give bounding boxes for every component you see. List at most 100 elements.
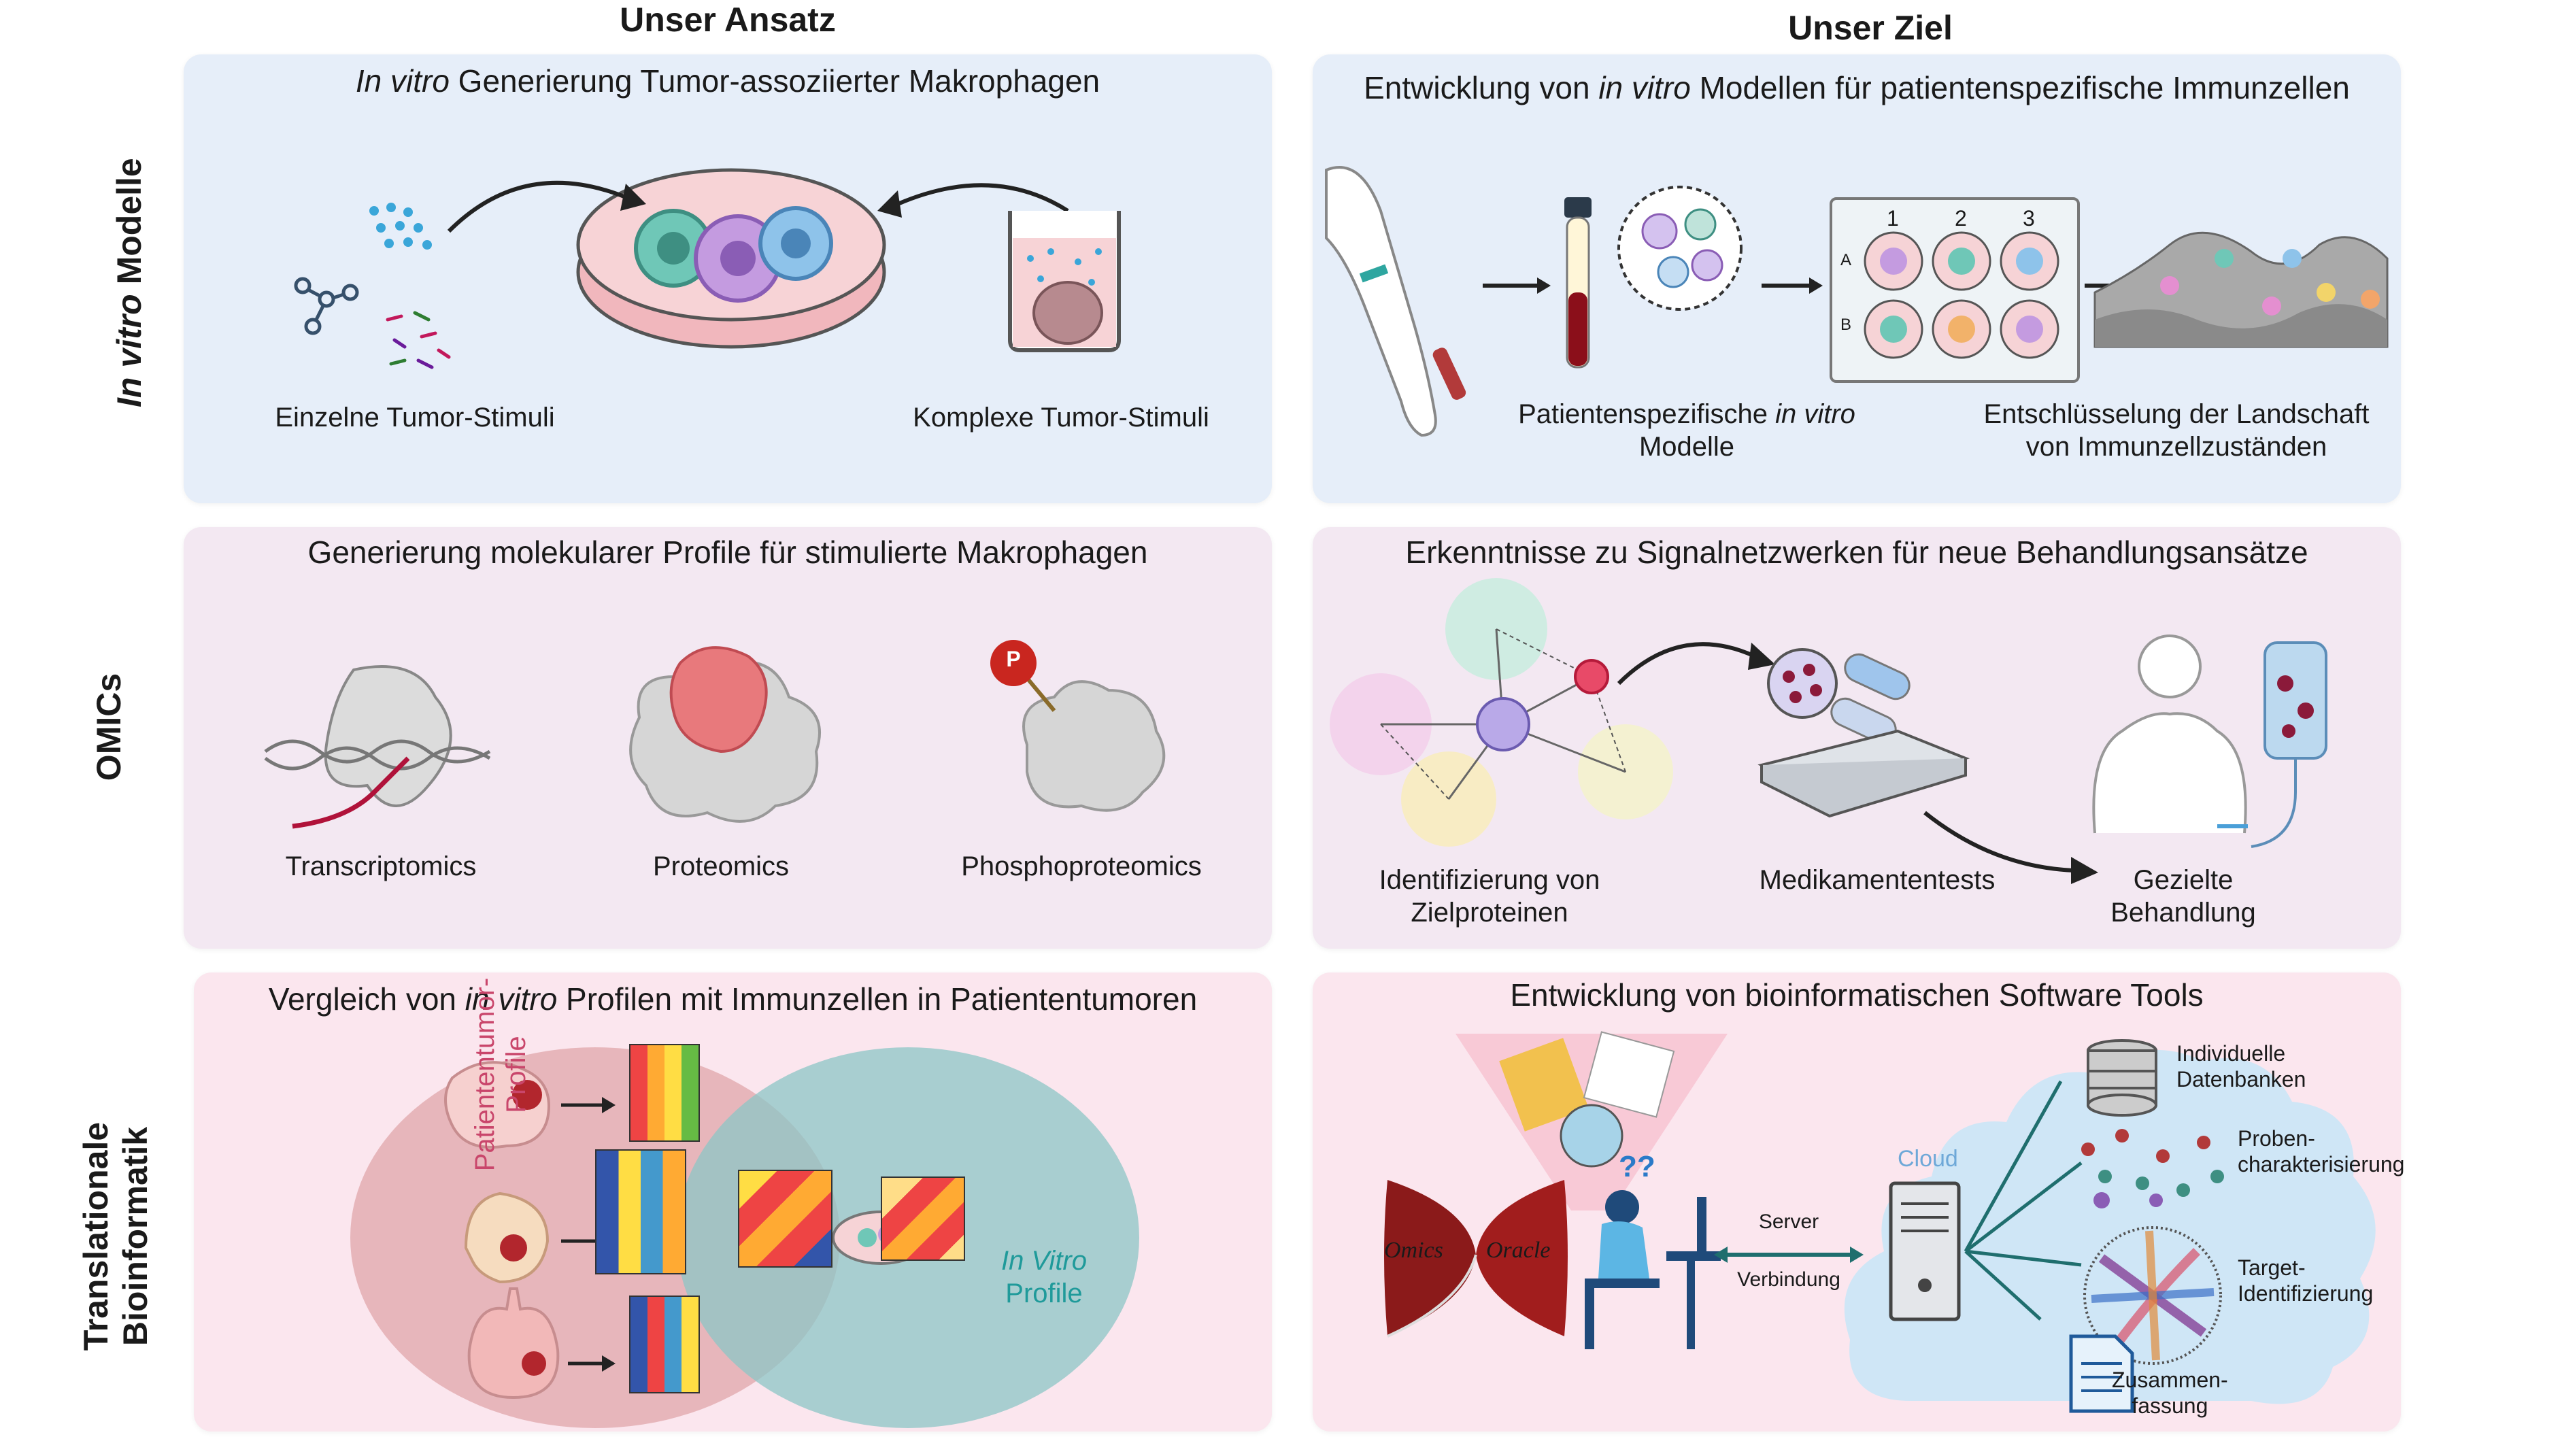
landscape-icon [2093,231,2389,348]
blood-tube-icon [1564,197,1592,369]
label-target-line2: Identifizierung [2238,1281,2374,1306]
label-summary-line1: Zusammen- [2112,1368,2228,1392]
label-databases: Individuelle Datenbanken [2176,1040,2306,1092]
server-label-line2: Verbindung [1737,1268,1840,1291]
caption-landscape: Entschlüsselung der Landschaft von Immun… [1966,398,2387,463]
panel-title: Erkenntnisse zu Signalnetzwerken für neu… [1405,535,2308,570]
arrow-left-icon [447,180,646,233]
heatmap-brain [629,1044,700,1142]
arm-icon [1325,166,1466,437]
caption-complex-stimuli: Komplexe Tumor-Stimuli [913,403,1209,433]
caption-landscape-line2: von Immunzellzuständen [2025,432,2327,462]
label-summary: Zusammen- fassung [2112,1367,2228,1419]
label-databases-line1: Individuelle [2176,1041,2286,1066]
row-label-invitro: In vitro Modelle [110,158,149,407]
proteomics-icon [629,646,821,823]
phospho-p-label: P [1006,647,1021,671]
logo-left-text: Omics [1384,1238,1443,1263]
plate-wells-icon [1864,231,2059,359]
plate-row-b: B [1840,316,1852,334]
label-probe-line1: Proben- [2238,1126,2315,1151]
patient-body-icon [2092,634,2248,834]
caption-proteomics: Proteomics [652,851,790,881]
row-label-translational-2: Bioinformatik [116,1126,154,1347]
arrow-icon [1762,277,1823,294]
caption-pre: Patientenspezifische [1518,399,1776,429]
panel-invitro-goal: Entwicklung von in vitro Modellen für pa… [1313,54,2401,503]
cell-zoom-icon [1617,186,1743,311]
panel-title-rest: Generierung Tumor-assoziierter Makrophag… [449,63,1100,99]
network-icon [1330,578,1673,847]
spotlight-icon [1455,1031,1728,1210]
panel-omics-approach: Generierung molekularer Profile für stim… [184,527,1272,949]
omics-oracle-logo [1384,1180,1568,1338]
label-sample-characterization: Proben- charakterisierung [2238,1125,2404,1177]
sample-network-icon [2081,1129,2224,1208]
label-probe-line2: charakterisierung [2238,1152,2405,1176]
panel-title: Generierung molekularer Profile für stim… [307,535,1148,570]
plate-col-2: 2 [1955,206,1967,231]
arrow-icon [1483,277,1551,294]
column-title-approach: Unser Ansatz [620,1,836,39]
label-target-line1: Target- [2238,1255,2306,1280]
caption-target-proteins-line1: Identifizierung von [1379,865,1600,895]
drug-testing-icon [1757,648,1970,818]
svg-text:??: ?? [1619,1150,1655,1183]
panel-title-pre: Vergleich von [268,981,465,1017]
arrow-right-icon [877,183,1069,218]
row-label-invitro-em: In vitro [110,294,148,407]
rna-fragments-icon [386,311,451,369]
caption-phosphoproteomics: Phosphoproteomics [961,851,1202,881]
server-tower-icon [1889,1181,1961,1321]
panel-omics-goal: Erkenntnisse zu Signalnetzwerken für neu… [1313,527,2401,949]
caption-target-proteins: Identifizierung von Zielproteinen [1353,864,1626,929]
plate-row-a: A [1840,251,1852,269]
cloud-branches-icon [1964,1080,2083,1321]
row-label-omics: OMICs [90,673,128,781]
panel-title: Entwicklung von bioinformatischen Softwa… [1510,977,2204,1013]
panel-title: Entwicklung von in vitro Modellen für pa… [1313,69,2401,106]
caption-single-stimuli: Einzelne Tumor-Stimuli [275,403,555,433]
row-label-translational-1: Translationale [77,1121,115,1351]
phosphoproteomics-icon [990,640,1166,812]
label-databases-line2: Datenbanken [2176,1067,2306,1091]
molecule-icon [294,277,359,335]
venn-left-label: Patiententumor- Profile [469,952,532,1197]
row-label-translational: Translationale Bioinformatik [76,1100,155,1372]
panel-translational-approach: Vergleich von in vitro Profilen mit Immu… [194,972,1272,1432]
panel-title-em: in vitro [465,981,558,1017]
plate-col-3: 3 [2023,206,2035,231]
connection-arrow-icon [1714,1247,1864,1263]
venn-left-line1: Patiententumor- [470,977,500,1172]
venn-left-line2: Profile [501,1036,531,1113]
caption-landscape-line1: Entschlüsselung der Landschaft [1983,399,2370,429]
plate-col-1: 1 [1887,206,1899,231]
iv-bag-icon [2251,641,2327,848]
venn-right-line2: Profile [1005,1279,1083,1308]
caption-drug-tests: Medikamententests [1759,865,1996,895]
server-label-line1: Server [1758,1210,1819,1233]
caption-transcriptomics: Transcriptomics [285,851,477,881]
panel-title-em: in vitro [1598,70,1691,105]
person-desk-icon: ?? [1585,1150,1721,1349]
petri-dish-icon [576,168,886,349]
label-target-identification: Target- Identifizierung [2238,1255,2373,1306]
arrow-icon [1617,642,1775,685]
transcriptomics-icon [264,665,491,829]
panel-title: Vergleich von in vitro Profilen mit Immu… [194,981,1272,1017]
logo-right-text: Oracle [1486,1238,1551,1263]
caption-patient-models-line2: Modelle [1638,432,1735,462]
document-icon [2069,1334,2134,1413]
label-summary-line2: fassung [2132,1393,2208,1418]
database-icon [2087,1039,2157,1117]
caption-targeted-treatment-line1: Gezielte [2133,865,2234,895]
venn-right-line1: In Vitro [1001,1246,1087,1276]
panel-invitro-approach: In vitro Generierung Tumor-assoziierter … [184,54,1272,503]
heatmap-breast [595,1149,686,1274]
chord-diagram-icon [2083,1226,2222,1365]
panel-title-post: Modellen für patientenspezifische Immunz… [1690,70,2350,105]
stimuli-dots-icon [369,203,432,250]
row-label-invitro-rest: Modelle [110,158,148,294]
caption-patient-models: Patientenspezifische in vitro Modelle [1517,398,1857,463]
panel-title-pre: Entwicklung von [1364,70,1599,105]
